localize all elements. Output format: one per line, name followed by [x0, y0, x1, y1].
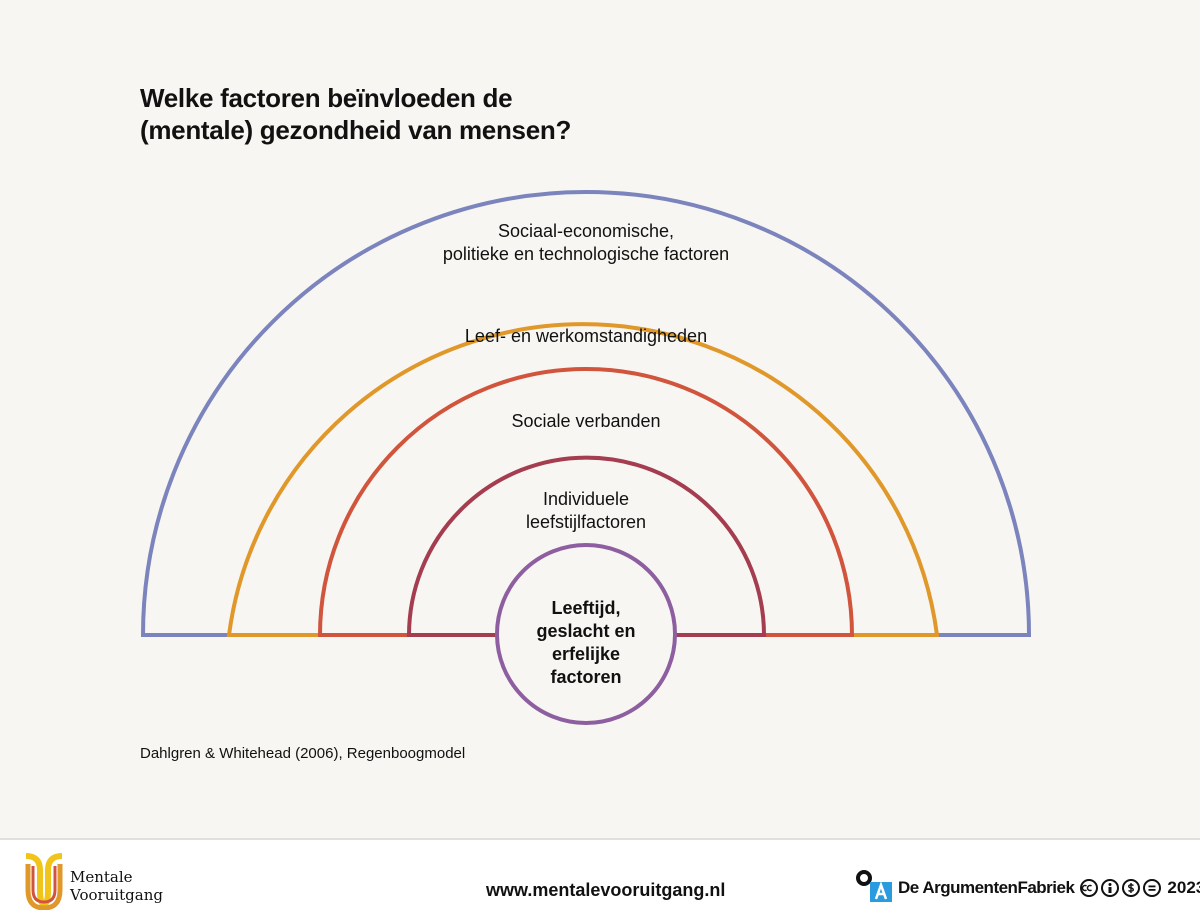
- label-line: Individuele: [542, 489, 630, 509]
- label-line: factoren: [550, 667, 622, 687]
- label-social: Sociale verbanden: [511, 411, 661, 431]
- publisher-row: De ArgumentenFabriek 2023: [898, 878, 1200, 898]
- rainbow-diagram: [140, 190, 1032, 725]
- cc-icon: [1080, 879, 1099, 897]
- nc-icon: [1122, 879, 1141, 897]
- footer: Mentale Vooruitgang www.mentalevooruitga…: [0, 838, 1200, 922]
- arc-living-working: [226, 322, 940, 637]
- page-title: Welke factoren beïnvloeden de (mentale) …: [140, 82, 571, 146]
- logo-line: Vooruitgang: [70, 886, 163, 904]
- label-living-working: Leef- en werkomstandigheden: [464, 326, 708, 346]
- label-socioeconomic: Sociaal-economische, politieke en techno…: [443, 220, 729, 266]
- title-line: (mentale) gezondheid van mensen?: [140, 115, 572, 145]
- center-circle: [495, 543, 677, 725]
- arc-individual: [406, 455, 767, 637]
- label-line: geslacht en: [536, 621, 636, 641]
- source-citation: Dahlgren & Whitehead (2006), Regenboogmo…: [140, 745, 466, 762]
- arc-socioeconomic: [140, 190, 1032, 637]
- label-line: Sociaal-economische,: [497, 221, 675, 241]
- year: 2023: [1167, 878, 1200, 897]
- label-line: Leeftijd,: [551, 598, 621, 618]
- mentale-vooruitgang-logo-icon: [25, 853, 63, 910]
- publisher-name: De ArgumentenFabriek: [898, 878, 1075, 897]
- argumentenfabriek-logo-icon: [856, 870, 892, 902]
- logo-text: Mentale Vooruitgang: [70, 868, 163, 904]
- nd-icon: [1143, 879, 1162, 897]
- label-center: Leeftijd, geslacht en erfelijke factoren: [536, 597, 635, 689]
- arc-social: [317, 367, 855, 637]
- label-individual: Individuele leefstijlfactoren: [526, 488, 646, 534]
- label-line: leefstijlfactoren: [525, 512, 647, 532]
- by-icon: [1101, 879, 1120, 897]
- label-line: erfelijke: [551, 644, 621, 664]
- label-line: politieke en technologische factoren: [442, 244, 730, 264]
- website-link[interactable]: www.mentalevooruitgang.nl: [486, 880, 726, 900]
- title-line: Welke factoren beïnvloeden de: [140, 83, 513, 113]
- logo-line: Mentale: [70, 868, 133, 886]
